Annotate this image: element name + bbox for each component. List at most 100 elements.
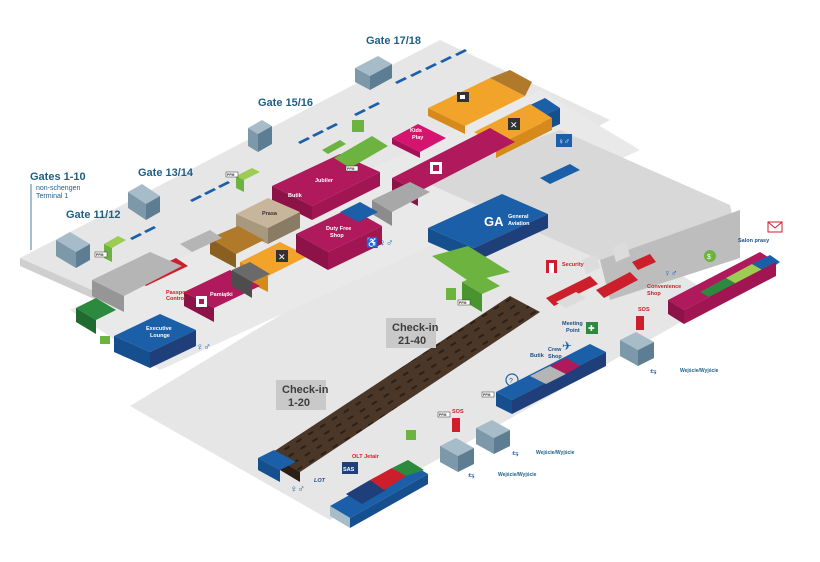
- svg-text:♀♂: ♀♂: [664, 268, 678, 278]
- pfm-label-3: PFM: [96, 253, 103, 257]
- svg-text:♀♂: ♀♂: [196, 342, 211, 353]
- svg-text:?: ?: [509, 378, 513, 385]
- salon-prasy-label: Salon prasy: [738, 238, 770, 244]
- kids-label-2: Play: [412, 135, 424, 141]
- right-shop-strip[interactable]: [668, 252, 780, 324]
- crew-shop-label-2: Shop: [548, 354, 562, 360]
- security-gates[interactable]: [546, 242, 656, 308]
- toilet-icon-ga: ♀♂: [664, 268, 678, 278]
- sas-logo: [342, 462, 358, 474]
- atm-icon: $: [704, 250, 716, 262]
- check-in-1-20-sign: [276, 380, 326, 410]
- gate-17-18-label: Gate 17/18: [366, 35, 421, 47]
- sos-box-right[interactable]: [636, 316, 644, 330]
- toilet-icon-bottom: ♀♂: [290, 484, 305, 495]
- bar-block: [210, 226, 264, 268]
- gate-15-16-label: Gate 15/16: [258, 97, 313, 109]
- jetbridge-gate-13: [128, 184, 160, 220]
- duty-free-label-2: Shop: [330, 233, 344, 239]
- ga-sub-label-2: Aviation: [508, 221, 530, 227]
- crew-shop-strip[interactable]: [496, 344, 606, 414]
- pfm-label-6: PFM: [439, 413, 446, 417]
- convenience-label-1: Convenience: [647, 284, 681, 290]
- pfm-label-4: PFM: [459, 301, 466, 305]
- svg-text:♀♂: ♀♂: [290, 484, 305, 495]
- jetbridge-gate-11: [56, 232, 90, 268]
- exit-label-3: Wejście/Wyjście: [498, 472, 537, 478]
- butik-bottom-label: Butik: [530, 353, 545, 359]
- exchange-icon-left: [100, 336, 110, 344]
- green-block-left: [76, 298, 116, 334]
- gates-1-10-sub2: Terminal 1: [36, 193, 68, 200]
- svg-text:⇆: ⇆: [512, 449, 519, 458]
- check-in-1-20-label-2: 1-20: [288, 397, 310, 409]
- security-label: Security: [562, 262, 585, 268]
- entrance-1[interactable]: [620, 332, 654, 366]
- airline-desks[interactable]: [330, 460, 428, 528]
- lift-block-top: [104, 168, 260, 262]
- prasa-label: Prasa: [262, 211, 278, 217]
- gates-1-10-sub1: non-schengen: [36, 185, 80, 192]
- svg-text:$: $: [707, 254, 711, 261]
- restaurant-icon-mid: ✕: [276, 250, 288, 262]
- airport-icon: ✈: [562, 339, 572, 353]
- svg-text:✕: ✕: [278, 252, 286, 262]
- gray-block-left: [92, 230, 222, 312]
- olt-jetair-label: OLT Jetair: [352, 454, 380, 460]
- shopping-icon-upper: [430, 162, 442, 174]
- sas-label: SAS: [343, 467, 355, 473]
- prasa-block[interactable]: [236, 198, 300, 244]
- svg-text:⇆: ⇆: [468, 471, 475, 480]
- lift-icon-top: [352, 120, 364, 132]
- svg-text:♀♂: ♀♂: [558, 137, 570, 146]
- meeting-point-label-1: Meeting: [562, 321, 583, 327]
- convenience-label-2: Shop: [647, 291, 661, 297]
- jubiler-label: Jubiler: [315, 178, 334, 184]
- ga-sub-label-1: General: [508, 214, 529, 220]
- pamiatki-label: Pamiątki: [210, 292, 233, 298]
- sos-label-bottom: SOS: [452, 409, 464, 415]
- information-icon: ?: [505, 373, 519, 387]
- jetbridge-gate-17: [355, 56, 392, 90]
- passport-control-label-1: Passport: [166, 290, 190, 296]
- check-in-21-40-label-1: Check-in: [392, 322, 439, 334]
- butik-top-label: Butik: [288, 193, 303, 199]
- kids-label-1: Kids: [410, 128, 422, 134]
- blue-block-mid: [340, 202, 378, 222]
- ga-label: GA: [484, 214, 504, 229]
- escalator-top: [322, 136, 388, 168]
- mail-icon: [767, 221, 783, 233]
- svg-text:⇆: ⇆: [650, 367, 657, 376]
- duty-free-label-1: Duty Free: [326, 226, 351, 232]
- meeting-point-label-2: Point: [566, 328, 580, 334]
- toilet-icon-mid: ♿♀♂: [366, 236, 393, 249]
- sos-label-right: SOS: [638, 307, 650, 313]
- svg-text:✈: ✈: [562, 339, 572, 353]
- executive-lounge-block[interactable]: [114, 314, 196, 368]
- shopping-icon-pamiatki: [196, 296, 207, 307]
- belt-end-block: [258, 450, 296, 482]
- gate-11-12-label: Gate 11/12: [66, 209, 120, 221]
- svg-text:✚: ✚: [588, 324, 595, 333]
- cafe-block-top[interactable]: [428, 70, 532, 134]
- lift-icon-mid: [446, 288, 456, 300]
- entrance-2[interactable]: [476, 420, 510, 454]
- executive-lounge-label-2: Lounge: [150, 333, 170, 339]
- toilet-icon-top: ♀♂: [556, 134, 572, 147]
- passport-control-label-2: Control: [166, 296, 186, 302]
- meeting-point-icon: ✚: [586, 322, 598, 334]
- check-in-1-20-label-1: Check-in: [282, 384, 329, 396]
- gates-1-10-label: Gates 1-10: [30, 171, 86, 183]
- jetbridge-gate-15: [248, 120, 272, 152]
- gate-windows: [130, 49, 467, 240]
- cafe-icon: [457, 92, 469, 102]
- escalator-main: [432, 246, 510, 312]
- svg-text:♿♀♂: ♿♀♂: [366, 236, 393, 249]
- sos-box-bottom[interactable]: [452, 418, 460, 432]
- exit-label-1: Wejście/Wyjście: [680, 368, 719, 374]
- entrance-3[interactable]: [440, 438, 474, 472]
- kids-play-block[interactable]: [392, 124, 446, 158]
- wheelchair-icon: [406, 430, 416, 440]
- exit-label-2: Wejście/Wyjście: [536, 450, 575, 456]
